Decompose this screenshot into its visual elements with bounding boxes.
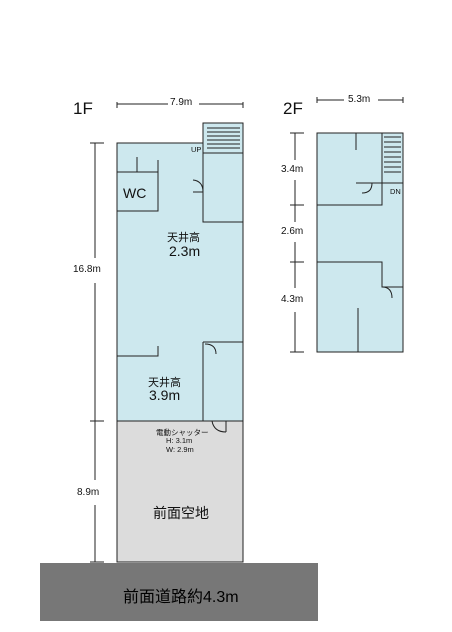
second-floor-width-dim: 5.3m: [348, 94, 371, 105]
ceiling-value-front: 3.9m: [149, 387, 181, 403]
dn-label: DN: [390, 187, 401, 196]
road-label: 前面道路約4.3m: [123, 589, 239, 606]
front-road: [40, 563, 318, 621]
first-floor-depth-dim: 16.8m: [73, 264, 101, 275]
second-floor-dim-1: 3.4m: [281, 164, 304, 175]
ceiling-label-main: 天井高: [167, 232, 200, 244]
second-floor-dim-3: 4.3m: [281, 294, 304, 305]
shutter-height: H: 3.1m: [166, 436, 193, 445]
second-floor-label: 2F: [283, 99, 303, 118]
ceiling-value-main: 2.3m: [169, 243, 201, 259]
first-floor-width-dim: 7.9m: [170, 97, 193, 108]
second-floor-dimensions: [290, 97, 404, 353]
second-floor-building: [316, 132, 404, 353]
shutter-width: W: 2.9m: [166, 445, 194, 454]
second-floor-walls: [317, 133, 403, 352]
front-space-label: 前面空地: [153, 505, 209, 521]
ceiling-label-front: 天井高: [148, 377, 181, 389]
first-floor-walls: [117, 127, 243, 433]
shutter-label: 電動シャッター: [156, 428, 209, 437]
front-space-area: [116, 420, 244, 563]
up-label: UP: [191, 145, 202, 154]
first-floor-dimensions: [90, 102, 244, 563]
wc-label: WC: [123, 185, 147, 201]
second-floor-dim-2: 2.6m: [281, 226, 304, 237]
front-space-depth-dim: 8.9m: [77, 487, 100, 498]
first-floor-label: 1F: [73, 99, 93, 118]
